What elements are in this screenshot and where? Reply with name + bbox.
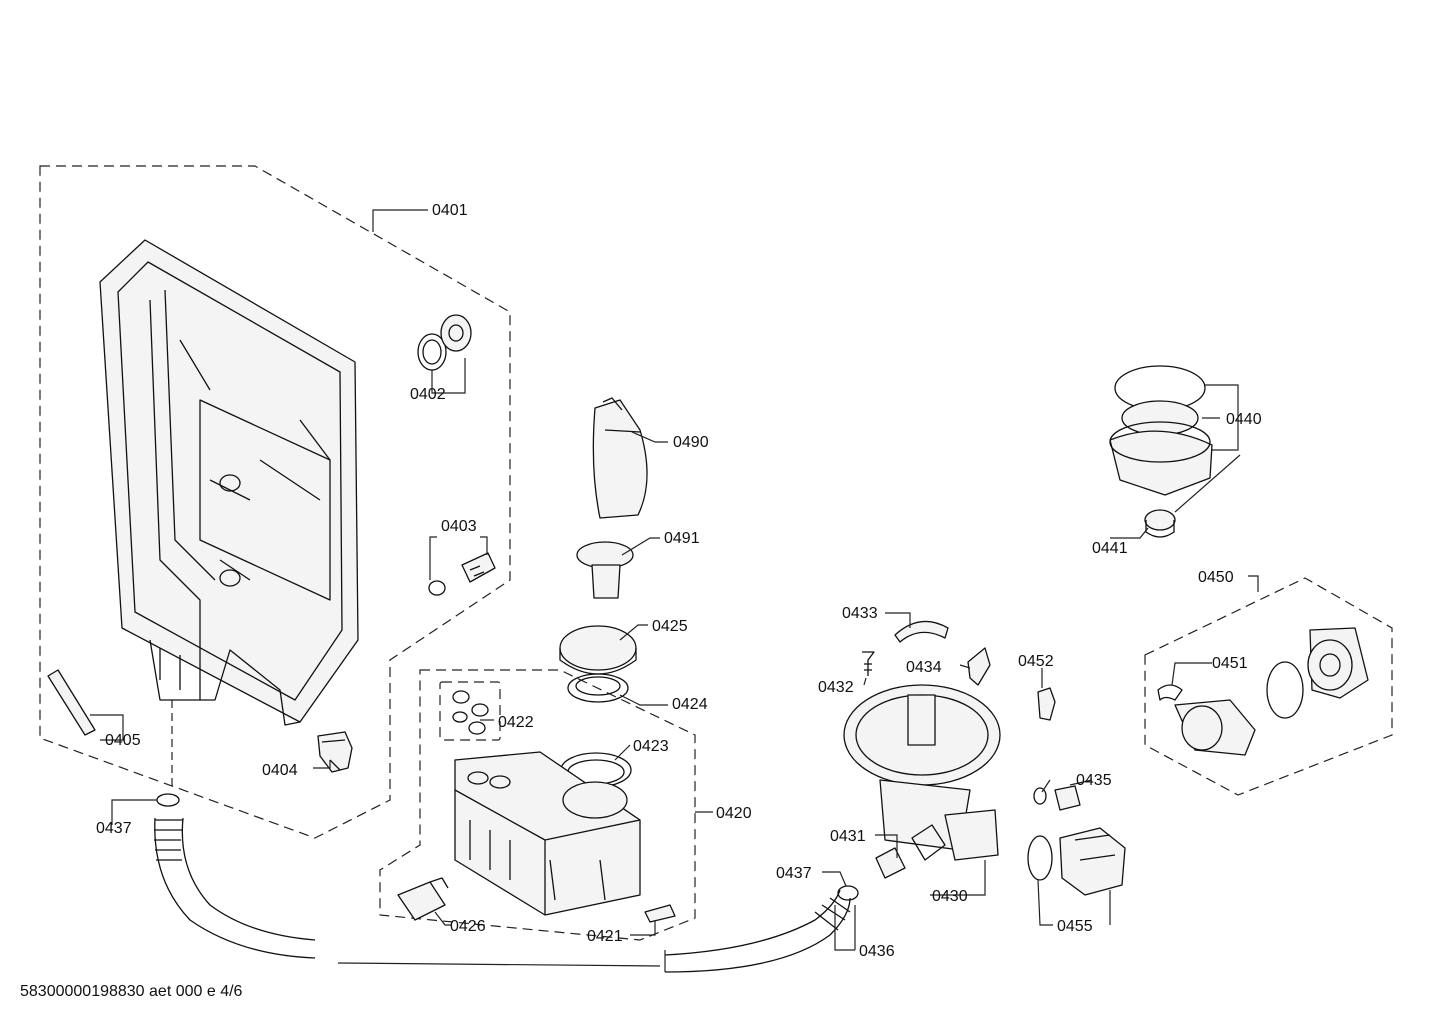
drawing-reference: 58300000198830 aet 000 e 4/6 <box>20 983 243 1000</box>
arc-bracket-part <box>894 620 949 643</box>
screw-part <box>862 651 875 676</box>
group-0450-boundary <box>1144 577 1393 796</box>
label-0436: 0436 <box>859 943 895 960</box>
heat-pump-part <box>1174 627 1369 756</box>
clip-part <box>47 669 96 736</box>
valve-part <box>397 877 449 921</box>
side-panel-part <box>99 239 359 726</box>
lid-part <box>559 625 637 675</box>
label-0422: 0422 <box>498 714 534 731</box>
hose-right-part <box>664 889 851 973</box>
oring-part <box>156 793 180 807</box>
label-0404: 0404 <box>262 762 298 779</box>
clamp-part <box>1157 684 1183 701</box>
ring-part <box>567 673 629 703</box>
holder-part <box>1037 687 1056 721</box>
label-0440: 0440 <box>1226 411 1262 428</box>
sensor-part <box>317 731 353 773</box>
label-0441: 0441 <box>1092 540 1128 557</box>
label-0431: 0431 <box>830 828 866 845</box>
label-0491: 0491 <box>664 530 700 547</box>
label-0435: 0435 <box>1076 772 1112 789</box>
sensor-cap-part <box>1144 509 1176 538</box>
label-0424: 0424 <box>672 696 708 713</box>
oring-right-part <box>837 885 859 901</box>
label-0452: 0452 <box>1018 653 1054 670</box>
small-valve-part <box>1033 785 1081 811</box>
label-0426: 0426 <box>450 918 486 935</box>
label-0450: 0450 <box>1198 569 1234 586</box>
label-0402: 0402 <box>410 386 446 403</box>
pump-sump-part <box>843 684 1001 861</box>
label-0401: 0401 <box>432 202 468 219</box>
label-0434: 0434 <box>906 659 942 676</box>
label-0430: 0430 <box>932 888 968 905</box>
label-0432: 0432 <box>818 679 854 696</box>
spring-clip-part <box>967 647 991 686</box>
heater-cover-part <box>1109 365 1213 496</box>
label-0421: 0421 <box>587 928 623 945</box>
label-0490: 0490 <box>673 434 709 451</box>
label-0403: 0403 <box>441 518 477 535</box>
label-0420: 0420 <box>716 805 752 822</box>
small-clip-part <box>644 904 676 923</box>
drain-hose-part <box>154 700 666 972</box>
seal-set-part <box>452 690 489 735</box>
label-0437-right: 0437 <box>776 865 812 882</box>
label-0423: 0423 <box>633 738 669 755</box>
label-0433: 0433 <box>842 605 878 622</box>
seal-ring-part <box>417 314 472 371</box>
water-softener-part <box>454 751 641 916</box>
leader-lines <box>90 209 1259 951</box>
drain-pump-part <box>1027 827 1126 896</box>
funnel-part <box>576 541 634 599</box>
label-0451: 0451 <box>1212 655 1248 672</box>
label-0437-left: 0437 <box>96 820 132 837</box>
group-0422-boundary <box>439 681 501 741</box>
label-0455: 0455 <box>1057 918 1093 935</box>
group-0420-boundary <box>379 669 696 941</box>
group-0401-boundary <box>39 165 511 839</box>
label-0425: 0425 <box>652 618 688 635</box>
label-0405: 0405 <box>105 732 141 749</box>
nut-part <box>875 847 906 879</box>
jug-part <box>592 397 648 519</box>
fitting-part <box>428 552 496 596</box>
